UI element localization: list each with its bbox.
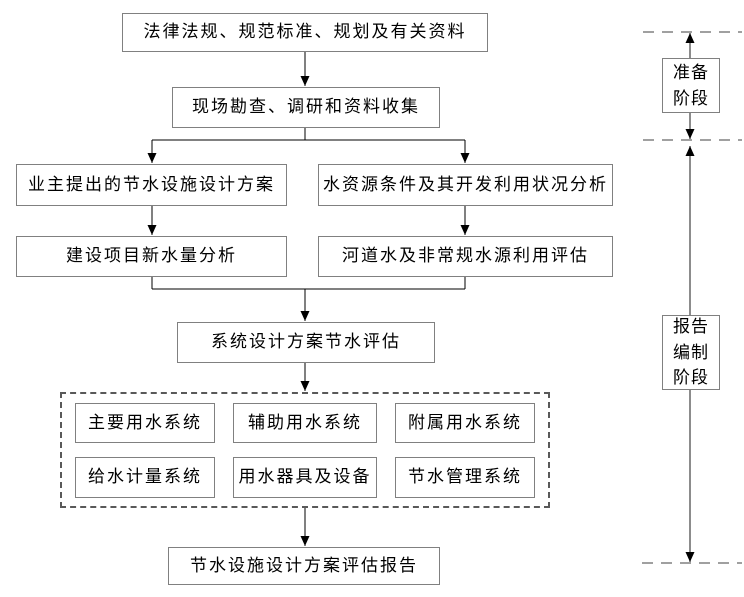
node-metering-system: 给水计量系统 [75,457,215,498]
phase-label-report-compilation-text: 报告编制阶段 [673,317,709,388]
node-river-water-evaluation: 河道水及非常规水源利用评估 [318,236,613,277]
node-evaluation-report: 节水设施设计方案评估报告 [168,547,440,585]
phase-label-preparation: 准备阶段 [662,58,720,113]
node-site-survey: 现场勘查、调研和资料收集 [172,87,440,128]
node-new-water-analysis: 建设项目新水量分析 [16,236,287,277]
node-water-resource-analysis: 水资源条件及其开发利用状况分析 [318,164,613,206]
node-owner-plan: 业主提出的节水设施设计方案 [16,164,287,206]
node-water-appliances: 用水器具及设备 [233,457,377,498]
node-management-system: 节水管理系统 [395,457,535,498]
node-legal-regulations: 法律法规、规范标准、规划及有关资料 [122,13,488,52]
node-main-water-system: 主要用水系统 [75,403,215,443]
node-attached-water-system: 附属用水系统 [395,403,535,443]
node-aux-water-system: 辅助用水系统 [233,403,377,443]
water-subsystems-group [60,392,550,508]
phase-label-preparation-text: 准备阶段 [673,63,709,108]
phase-label-report-compilation: 报告编制阶段 [662,315,720,390]
node-system-design-evaluation: 系统设计方案节水评估 [177,322,435,363]
